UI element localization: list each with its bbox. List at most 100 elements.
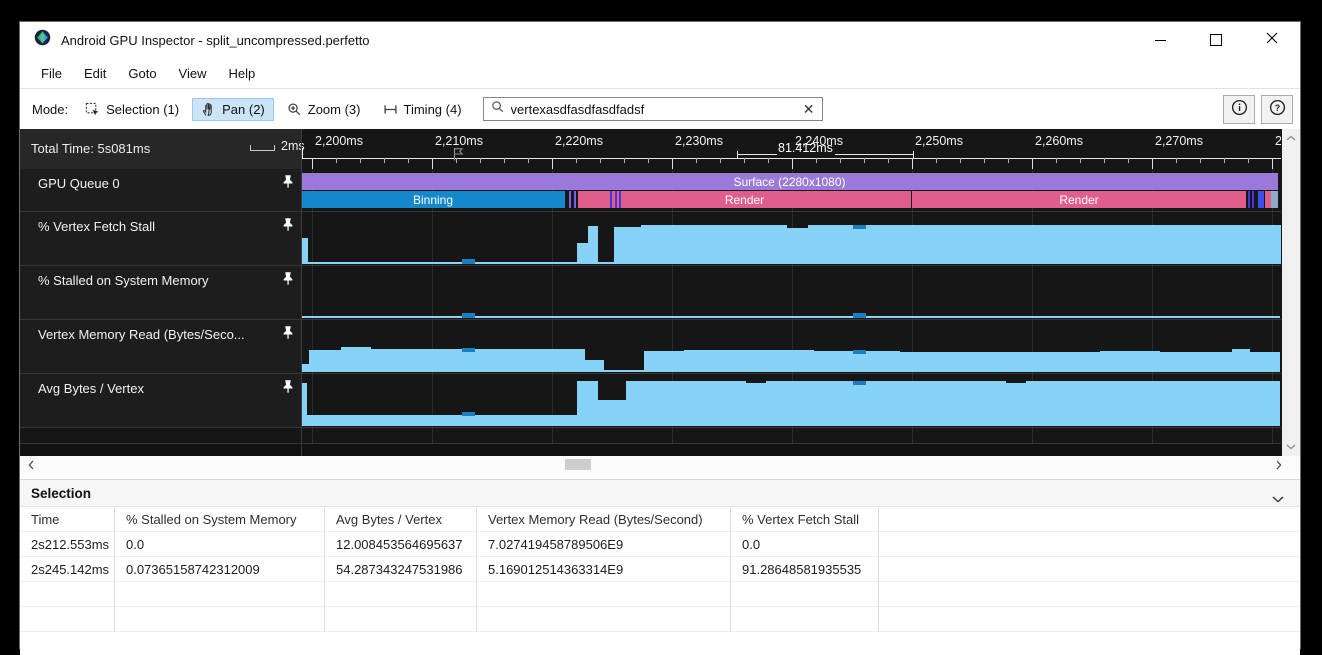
table-cell bbox=[325, 582, 477, 607]
scroll-right-button[interactable] bbox=[1270, 456, 1288, 473]
maximize-button[interactable] bbox=[1188, 22, 1244, 58]
slice-separator bbox=[619, 191, 621, 208]
ruler-zero-mark bbox=[301, 148, 303, 159]
ruler-minor-tick bbox=[624, 158, 625, 163]
horizontal-scrollbar[interactable] bbox=[20, 456, 1300, 473]
ruler-minor-tick bbox=[600, 158, 601, 163]
ruler-label: 2,270ms bbox=[1155, 134, 1203, 148]
selected-sample-marker bbox=[462, 348, 475, 352]
counter-sample bbox=[1100, 351, 1160, 372]
minimize-icon bbox=[1154, 39, 1166, 41]
selected-sample-marker bbox=[462, 313, 475, 318]
counter-sample bbox=[341, 347, 371, 372]
track-label-text: % Stalled on System Memory bbox=[38, 273, 209, 288]
selected-sample-marker bbox=[462, 412, 475, 416]
mode-button-zoom[interactable]: Zoom (3) bbox=[278, 98, 370, 121]
counter-sample bbox=[1232, 349, 1250, 372]
table-cell bbox=[477, 607, 731, 632]
menu-item-goto[interactable]: Goto bbox=[128, 65, 157, 81]
toolbar: Mode: Selection (1)Pan (2)Zoom (3)Timing… bbox=[20, 89, 1300, 129]
menu-item-file[interactable]: File bbox=[41, 65, 62, 81]
ruler-baseline bbox=[301, 158, 1281, 159]
table-row bbox=[20, 607, 1300, 632]
slice-fragment[interactable] bbox=[1271, 191, 1278, 208]
scroll-up-button[interactable] bbox=[1282, 130, 1300, 146]
table-cell bbox=[115, 607, 325, 632]
column-header: Avg Bytes / Vertex bbox=[325, 507, 477, 532]
pin-icon[interactable] bbox=[282, 217, 294, 237]
slice-separator bbox=[1258, 191, 1264, 208]
pin-icon[interactable] bbox=[282, 174, 294, 194]
track-label-text: Vertex Memory Read (Bytes/Seco... bbox=[38, 327, 245, 342]
timing-icon bbox=[383, 103, 398, 116]
pin-icon[interactable] bbox=[282, 379, 294, 399]
zoom-icon bbox=[287, 102, 302, 117]
ruler-major-tick bbox=[672, 158, 673, 169]
minimize-button[interactable] bbox=[1132, 22, 1188, 58]
clear-search-button[interactable]: ✕ bbox=[802, 101, 815, 117]
window-title: Android GPU Inspector - split_uncompress… bbox=[61, 32, 370, 48]
mode-button-timing[interactable]: Timing (4) bbox=[374, 98, 471, 121]
slice-render[interactable]: Render bbox=[912, 191, 1246, 208]
counter-sample bbox=[641, 225, 787, 264]
ruler-major-tick bbox=[312, 158, 313, 169]
track-row-avg-bytes-vertex: Avg Bytes / Vertex bbox=[20, 373, 1281, 427]
ruler-minor-tick bbox=[408, 158, 409, 163]
counter-sample bbox=[604, 370, 644, 372]
selected-sample-marker bbox=[853, 225, 866, 229]
ruler-minor-tick bbox=[360, 158, 361, 163]
counter-sample bbox=[585, 360, 604, 372]
help-button[interactable]: ? bbox=[1261, 95, 1293, 124]
pin-icon[interactable] bbox=[282, 325, 294, 345]
counter-sample bbox=[588, 226, 598, 264]
slice-render[interactable]: Render bbox=[578, 191, 911, 208]
scale-bracket-icon bbox=[250, 145, 275, 151]
slice-binning[interactable]: Binning bbox=[301, 191, 565, 208]
menu-item-help[interactable]: Help bbox=[228, 65, 256, 81]
search-input[interactable] bbox=[510, 101, 796, 117]
close-icon bbox=[1266, 31, 1278, 49]
counter-sample bbox=[598, 400, 626, 426]
table-cell bbox=[20, 607, 115, 632]
scroll-down-button[interactable] bbox=[1282, 439, 1300, 455]
timeline-gridline bbox=[1272, 169, 1273, 443]
track-area-vertex-fetch-stall[interactable] bbox=[301, 212, 1281, 265]
slice-fragment[interactable] bbox=[1265, 191, 1271, 208]
close-button[interactable] bbox=[1244, 22, 1300, 58]
menu-item-edit[interactable]: Edit bbox=[83, 65, 107, 81]
ruler-label: 2,240ms bbox=[795, 134, 843, 148]
slice-surface[interactable]: Surface (2280x1080) bbox=[301, 173, 1278, 190]
selection-header: Selection bbox=[20, 479, 1300, 507]
flag-icon[interactable] bbox=[453, 147, 464, 166]
menu-item-view[interactable]: View bbox=[178, 65, 207, 81]
chevron-down-icon[interactable] bbox=[1272, 490, 1284, 508]
track-label: % Vertex Fetch Stall bbox=[20, 212, 301, 265]
track-area-stalled-system-memory[interactable] bbox=[301, 266, 1281, 319]
track-area-avg-bytes-vertex[interactable] bbox=[301, 374, 1281, 427]
mode-button-pan[interactable]: Pan (2) bbox=[192, 97, 274, 121]
ruler-minor-tick bbox=[576, 158, 577, 163]
ruler-minor-tick bbox=[1128, 158, 1129, 163]
track-area-vertex-memory-read[interactable] bbox=[301, 320, 1281, 373]
mode-button-selection[interactable]: Selection (1) bbox=[76, 98, 188, 121]
ruler-minor-tick bbox=[864, 158, 865, 163]
info-button[interactable] bbox=[1223, 95, 1255, 124]
vertical-scrollbar[interactable] bbox=[1282, 129, 1300, 456]
horizontal-scroll-thumb[interactable] bbox=[565, 459, 591, 470]
scroll-left-button[interactable] bbox=[22, 456, 40, 473]
ruler-label: 2,2 bbox=[1275, 134, 1281, 148]
selection-title: Selection bbox=[31, 485, 92, 501]
column-header: % Vertex Fetch Stall bbox=[731, 507, 879, 532]
pin-icon[interactable] bbox=[282, 271, 294, 291]
counter-sample bbox=[626, 381, 746, 426]
track-row-vertex-memory-read: Vertex Memory Read (Bytes/Seco... bbox=[20, 319, 1281, 373]
counter-sample bbox=[1026, 381, 1280, 426]
scale-label: 2ms bbox=[281, 139, 305, 153]
ruler-minor-tick bbox=[1248, 158, 1249, 163]
counter-sample bbox=[614, 227, 641, 264]
timeline-gridline bbox=[552, 169, 553, 443]
